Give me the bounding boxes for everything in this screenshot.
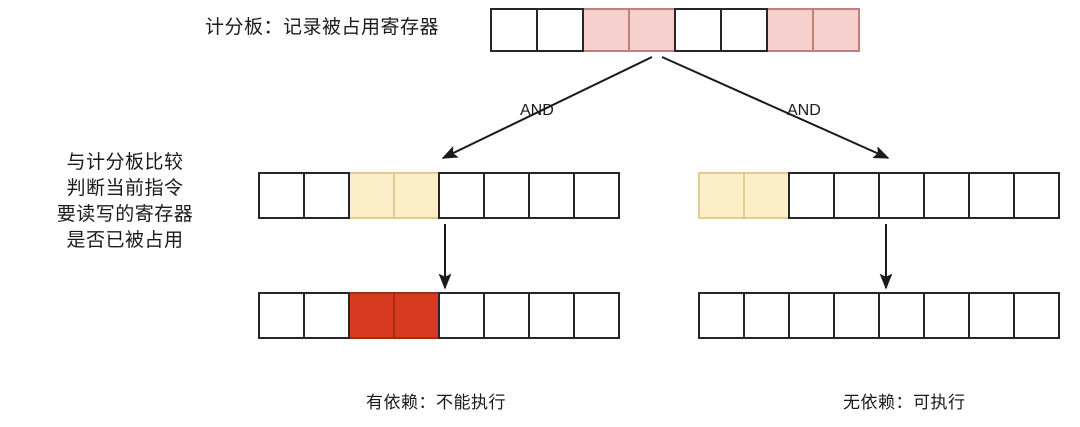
side-note-line-2: 判断当前指令 <box>66 178 184 199</box>
register-cell <box>438 292 485 339</box>
register-cell <box>628 8 676 52</box>
register-cell <box>812 8 860 52</box>
register-cell <box>393 172 440 219</box>
register-cell <box>878 172 925 219</box>
side-note: 与计分板比较 判断当前指令 要读写的寄存器 是否已被占用 <box>30 150 220 254</box>
register-cell <box>968 172 1015 219</box>
register-cell <box>923 172 970 219</box>
register-cell <box>393 292 440 339</box>
register-cell <box>674 8 722 52</box>
register-cell <box>698 172 745 219</box>
register-cell <box>348 292 395 339</box>
side-note-line-4: 是否已被占用 <box>66 230 184 251</box>
scoreboard-title: 计分板：记录被占用寄存器 <box>205 17 440 38</box>
register-cell <box>766 8 814 52</box>
scoreboard-row <box>490 8 860 52</box>
register-cell <box>348 172 395 219</box>
side-note-line-1: 与计分板比较 <box>66 152 184 173</box>
caption-left: 有依赖：不能执行 <box>366 393 506 412</box>
register-cell <box>528 292 575 339</box>
register-cell <box>258 172 305 219</box>
register-cell <box>438 172 485 219</box>
register-cell <box>1013 292 1060 339</box>
register-cell <box>698 292 745 339</box>
register-cell <box>582 8 630 52</box>
register-cell <box>483 292 530 339</box>
caption-right: 无依赖：可执行 <box>843 393 966 412</box>
result-row-right <box>698 292 1060 339</box>
register-cell <box>303 292 350 339</box>
register-cell <box>968 292 1015 339</box>
register-cell <box>923 292 970 339</box>
register-cell <box>743 292 790 339</box>
side-note-line-3: 要读写的寄存器 <box>56 204 194 225</box>
register-cell <box>1013 172 1060 219</box>
register-cell <box>788 172 835 219</box>
register-cell <box>483 172 530 219</box>
register-cell <box>490 8 538 52</box>
and-label-left: AND <box>520 102 554 119</box>
instruction-row-right <box>698 172 1060 219</box>
register-cell <box>303 172 350 219</box>
and-label-right: AND <box>787 102 821 119</box>
register-cell <box>833 292 880 339</box>
register-cell <box>743 172 790 219</box>
and-arrow-right <box>661 56 890 159</box>
register-cell <box>573 292 620 339</box>
register-cell <box>788 292 835 339</box>
register-cell <box>833 172 880 219</box>
result-row-left <box>258 292 620 339</box>
register-cell <box>258 292 305 339</box>
register-cell <box>573 172 620 219</box>
register-cell <box>720 8 768 52</box>
register-cell <box>528 172 575 219</box>
register-cell <box>536 8 584 52</box>
instruction-row-left <box>258 172 620 219</box>
register-cell <box>878 292 925 339</box>
